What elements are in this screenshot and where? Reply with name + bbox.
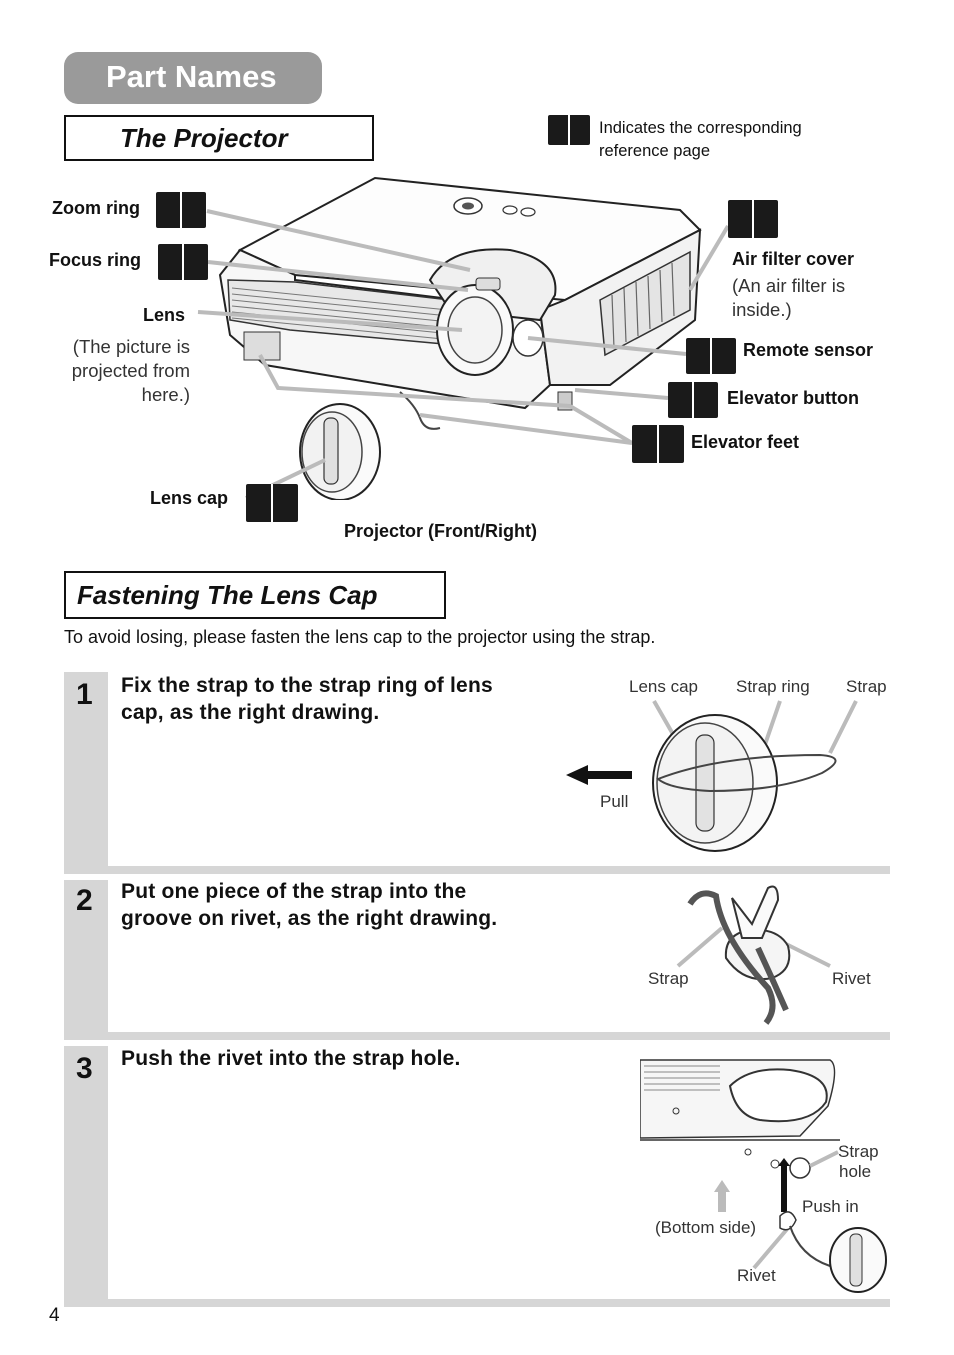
label-elevator-feet: Elevator feet: [691, 432, 800, 452]
step-1-line-2: cap, as the right drawing.: [121, 701, 380, 724]
legend-line-2: reference page: [599, 142, 710, 160]
label-elevator-button: Elevator button: [727, 388, 860, 408]
step-1-text: Fix the strap to the strap ring of lens …: [121, 672, 493, 726]
step-3-number: 3: [76, 1052, 93, 1085]
step-1-bar: [64, 672, 108, 872]
lens-note-line-1: (The picture is: [72, 336, 190, 357]
legend-note: Indicates the corresponding reference pa…: [599, 117, 802, 163]
page-title-banner: Part Names: [64, 52, 322, 104]
label-lens-cap: Lens cap: [150, 488, 229, 508]
step-3-text: Push the rivet into the strap hole.: [121, 1045, 461, 1072]
step-2-line-1: Put one piece of the strap into the: [121, 880, 467, 903]
legend-line-1: Indicates the corresponding: [599, 119, 802, 137]
lens-note-line-2: projected from: [71, 360, 190, 381]
step-1-label-pull: Pull: [600, 792, 629, 811]
lens-note: (The picture is projected from here.): [40, 335, 190, 407]
air-filter-note: (An air filter is inside.): [732, 274, 845, 322]
lens-note-line-3: here.): [141, 384, 190, 405]
fastening-heading-box: Fastening The Lens Cap: [64, 571, 446, 619]
step-3-label-rivet: Rivet: [737, 1266, 776, 1285]
elevator-button-ref-icon: [668, 382, 718, 418]
label-air-filter-cover: Air filter cover: [732, 249, 855, 269]
step-3-line-1: Push the rivet into the strap hole.: [121, 1047, 461, 1070]
step-1-illustration: [566, 700, 858, 852]
projector-illustration: [218, 176, 702, 500]
label-focus-ring: Focus ring: [49, 250, 142, 270]
push-in-arrow-icon: [778, 1158, 790, 1212]
label-remote-sensor: Remote sensor: [743, 340, 874, 360]
step-1-label-lens-cap: Lens cap: [629, 677, 698, 696]
pull-arrow-icon: [566, 765, 632, 785]
strap-hole-line-2: hole: [839, 1162, 872, 1181]
step-2-number: 2: [76, 884, 93, 917]
lens-cap-ref-icon: [246, 484, 298, 522]
step-1-label-strap-ring: Strap ring: [736, 677, 810, 696]
step-2-text: Put one piece of the strap into the groo…: [121, 878, 497, 932]
bottom-side-arrow-icon: [714, 1180, 730, 1212]
step-3-label-push-in: Push in: [802, 1197, 859, 1216]
step-2-bar: [64, 880, 108, 1038]
step-1-line-1: Fix the strap to the strap ring of lens: [121, 674, 493, 697]
fastening-intro: To avoid losing, please fasten the lens …: [64, 627, 656, 647]
projector-heading: The Projector: [120, 123, 288, 153]
label-lens: Lens: [143, 305, 186, 325]
air-filter-note-line-2: inside.): [732, 299, 792, 320]
strap-hole-line-1: Strap: [838, 1142, 879, 1161]
step-3-label-bottom-side: (Bottom side): [655, 1218, 757, 1237]
step-2-label-rivet: Rivet: [832, 969, 871, 988]
air-filter-ref-icon: [728, 200, 778, 238]
projector-leader-lines: [197, 209, 730, 500]
page-title: Part Names: [106, 59, 277, 94]
reference-book-icon: [548, 115, 590, 145]
remote-sensor-ref-icon: [686, 338, 736, 374]
projector-caption: Projector (Front/Right): [344, 521, 537, 541]
step-2-divider: [64, 1032, 890, 1040]
elevator-feet-ref-icon: [632, 425, 684, 463]
fastening-heading: Fastening The Lens Cap: [77, 580, 378, 610]
step-1-number: 1: [76, 678, 93, 711]
step-3-illustration: [640, 1059, 887, 1293]
step-3-bar: [64, 1046, 108, 1306]
zoom-ring-ref-icon: [156, 192, 206, 228]
page-number: 4: [49, 1305, 60, 1326]
step-3-divider: [64, 1299, 890, 1307]
step-1-divider: [64, 866, 890, 874]
projector-heading-box: The Projector: [64, 115, 374, 161]
label-zoom-ring: Zoom ring: [52, 198, 140, 218]
step-2-illustration: [676, 885, 831, 1025]
step-2-line-2: groove on rivet, as the right drawing.: [121, 907, 498, 930]
step-1-label-strap: Strap: [846, 677, 887, 696]
focus-ring-ref-icon: [158, 244, 208, 280]
step-2-label-strap: Strap: [648, 969, 689, 988]
air-filter-note-line-1: (An air filter is: [732, 275, 846, 296]
step-3-label-strap-hole: Strap hole: [838, 1142, 879, 1182]
